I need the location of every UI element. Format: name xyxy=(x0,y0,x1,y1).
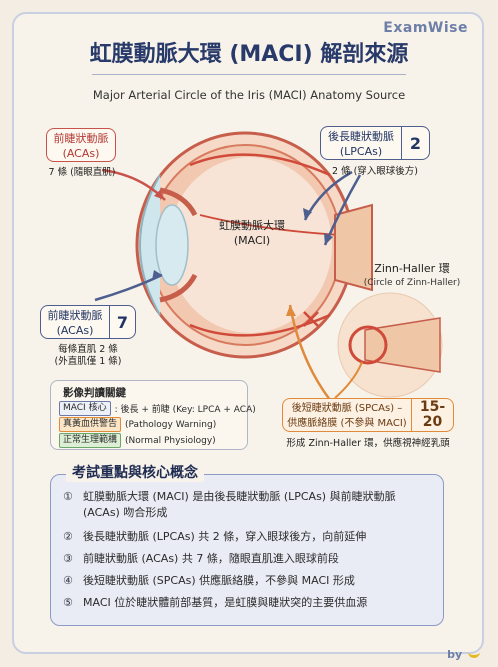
page-title: 虹膜動脈大環 (MACI) 解剖來源 xyxy=(89,42,409,67)
arrow-spcas-head xyxy=(286,305,296,316)
legend-text: : 後長 + 前睫 (Key: LPCA + ACA) xyxy=(114,405,256,415)
legend-row: 真黃血供警告 (Pathology Warning) xyxy=(59,417,216,432)
spcas-desc: 供應脈絡膜 (不參與 MACI) xyxy=(287,418,407,429)
arrow-lpcas-1-head xyxy=(303,208,312,220)
lpcas-abbr: (LPCAs) xyxy=(339,145,383,158)
acas-bottom-note-2: (外直肌僅 1 條) xyxy=(54,356,122,367)
concept-item: ② 後長睫狀動脈 (LPCAs) 共 2 條，穿入眼球後方，向前延伸 xyxy=(63,529,435,545)
concept-item: ① 虹膜動脈大環 (MACI) 是由後長睫狀動脈 (LPCAs) 與前睫狀動脈 … xyxy=(63,489,435,521)
acas-bottom-abbr: (ACAs) xyxy=(56,324,94,337)
spcas-label: 後短睫狀動脈 (SPCAs) – 供應脈絡膜 (不參與 MACI) 15-20 xyxy=(282,398,454,432)
legend-tag: 正常生理範構 xyxy=(59,433,122,448)
vessel-lower xyxy=(189,313,331,337)
title-divider xyxy=(92,74,406,75)
key-concepts-panel: ① 虹膜動脈大環 (MACI) 是由後長睫狀動脈 (LPCAs) 與前睫狀動脈 … xyxy=(50,474,444,626)
concept-index: ② xyxy=(63,530,73,543)
iris-lower xyxy=(159,273,198,303)
optic-nerve xyxy=(334,203,373,292)
acas-top-note: 7 條 (隨眼直肌) xyxy=(48,167,116,178)
zinn-english: (Circle of Zinn-Haller) xyxy=(363,278,461,288)
acas-bottom-count: 7 xyxy=(109,306,135,338)
vitreous-body xyxy=(168,157,332,333)
acas-bottom-name: 前睫狀動脈 xyxy=(47,309,103,322)
legend-tag: 真黃血供警告 xyxy=(59,417,122,432)
concept-text: MACI 位於睫狀體前部基質，是虹膜與睫狀突的主要供血源 xyxy=(83,596,368,609)
legend-title: 影像判讀關鍵 xyxy=(63,387,126,399)
key-concepts-title: 考試重點與核心概念 xyxy=(66,462,204,482)
spcas-name: 後短睫狀動脈 (SPCAs) – xyxy=(291,403,403,414)
concept-text: 後長睫狀動脈 (LPCAs) 共 2 條，穿入眼球後方，向前延伸 xyxy=(83,530,367,543)
zinn-haller-label: Zinn-Haller 環 (Circle of Zinn-Haller) xyxy=(352,262,472,290)
maci-name: 虹膜動脈大環 xyxy=(219,219,285,232)
arrow-spcas-zinn xyxy=(334,361,363,399)
byline-text: by xyxy=(447,648,463,661)
acas-bottom-note-1: 每條直肌 2 條 xyxy=(58,344,118,355)
zinn-nerve xyxy=(364,317,441,373)
lpcas-label: 後長睫狀動脈 (LPCAs) 2 xyxy=(320,126,430,160)
iris-upper xyxy=(159,187,198,217)
lpcas-name: 後長睫狀動脈 xyxy=(328,130,394,143)
legend-tag: MACI 核心 xyxy=(59,401,111,416)
banana-icon xyxy=(468,647,480,658)
brand-logo: ExamWise xyxy=(383,20,468,36)
maci-label: 虹膜動脈大環 (MACI) xyxy=(212,218,292,248)
maci-abbr: (MACI) xyxy=(233,234,271,247)
legend-text: (Normal Physiology) xyxy=(125,435,216,446)
concept-item: ⑤ MACI 位於睫狀體前部基質，是虹膜與睫狀突的主要供血源 xyxy=(63,595,435,611)
concept-index: ④ xyxy=(63,574,73,587)
spcas-note: 形成 Zinn-Haller 環，供應視神經乳頭 xyxy=(286,438,450,449)
concept-text: 虹膜動脈大環 (MACI) 是由後長睫狀動脈 (LPCAs) 與前睫狀動脈 (A… xyxy=(83,490,396,519)
spcas-count: 15-20 xyxy=(411,399,453,431)
lpcas-note: 2 條 (穿入眼球後方) xyxy=(332,166,418,177)
acas-bottom-label: 前睫狀動脈 (ACAs) 7 xyxy=(40,305,136,339)
lpcas-count: 2 xyxy=(401,127,429,159)
page-subtitle: Major Arterial Circle of the Iris (MACI)… xyxy=(92,88,406,102)
exclusion-mark-b xyxy=(303,311,319,327)
concept-text: 前睫狀動脈 (ACAs) 共 7 條，隨眼直肌進入眼球前段 xyxy=(83,552,339,565)
concept-index: ⑤ xyxy=(63,596,73,609)
vessel-upper xyxy=(189,153,331,177)
arrow-lpcas-2-head xyxy=(324,233,333,245)
acas-top-name: 前睫狀動脈 xyxy=(53,132,109,145)
legend-text: (Pathology Warning) xyxy=(125,419,217,430)
concept-index: ③ xyxy=(63,552,73,565)
acas-top-label: 前睫狀動脈 (ACAs) xyxy=(46,128,116,162)
concept-index: ① xyxy=(63,490,73,503)
cornea xyxy=(139,174,161,316)
legend-box: 影像判讀關鍵 MACI 核心 : 後長 + 前睫 (Key: LPCA + AC… xyxy=(50,380,256,450)
concept-item: ④ 後短睫狀動脈 (SPCAs) 供應脈絡膜，不參與 MACI 形成 xyxy=(63,573,435,589)
arrow-spcas xyxy=(288,304,332,401)
byline: by xyxy=(447,647,480,661)
concept-text: 後短睫狀動脈 (SPCAs) 供應脈絡膜，不參與 MACI 形成 xyxy=(83,574,355,587)
concept-item: ③ 前睫狀動脈 (ACAs) 共 7 條，隨眼直肌進入眼球前段 xyxy=(63,551,435,567)
acas-top-abbr: (ACAs) xyxy=(62,147,100,160)
legend-row: 正常生理範構 (Normal Physiology) xyxy=(59,433,216,448)
zinn-ring xyxy=(348,325,388,365)
lens xyxy=(155,204,189,286)
arrow-acas-bottom-head xyxy=(152,270,162,280)
arrow-acas-top-head xyxy=(154,190,165,200)
zinn-name: Zinn-Haller 環 xyxy=(374,262,450,275)
vessel-mid xyxy=(199,214,341,236)
legend-row: MACI 核心 : 後長 + 前睫 (Key: LPCA + ACA) xyxy=(59,401,256,416)
